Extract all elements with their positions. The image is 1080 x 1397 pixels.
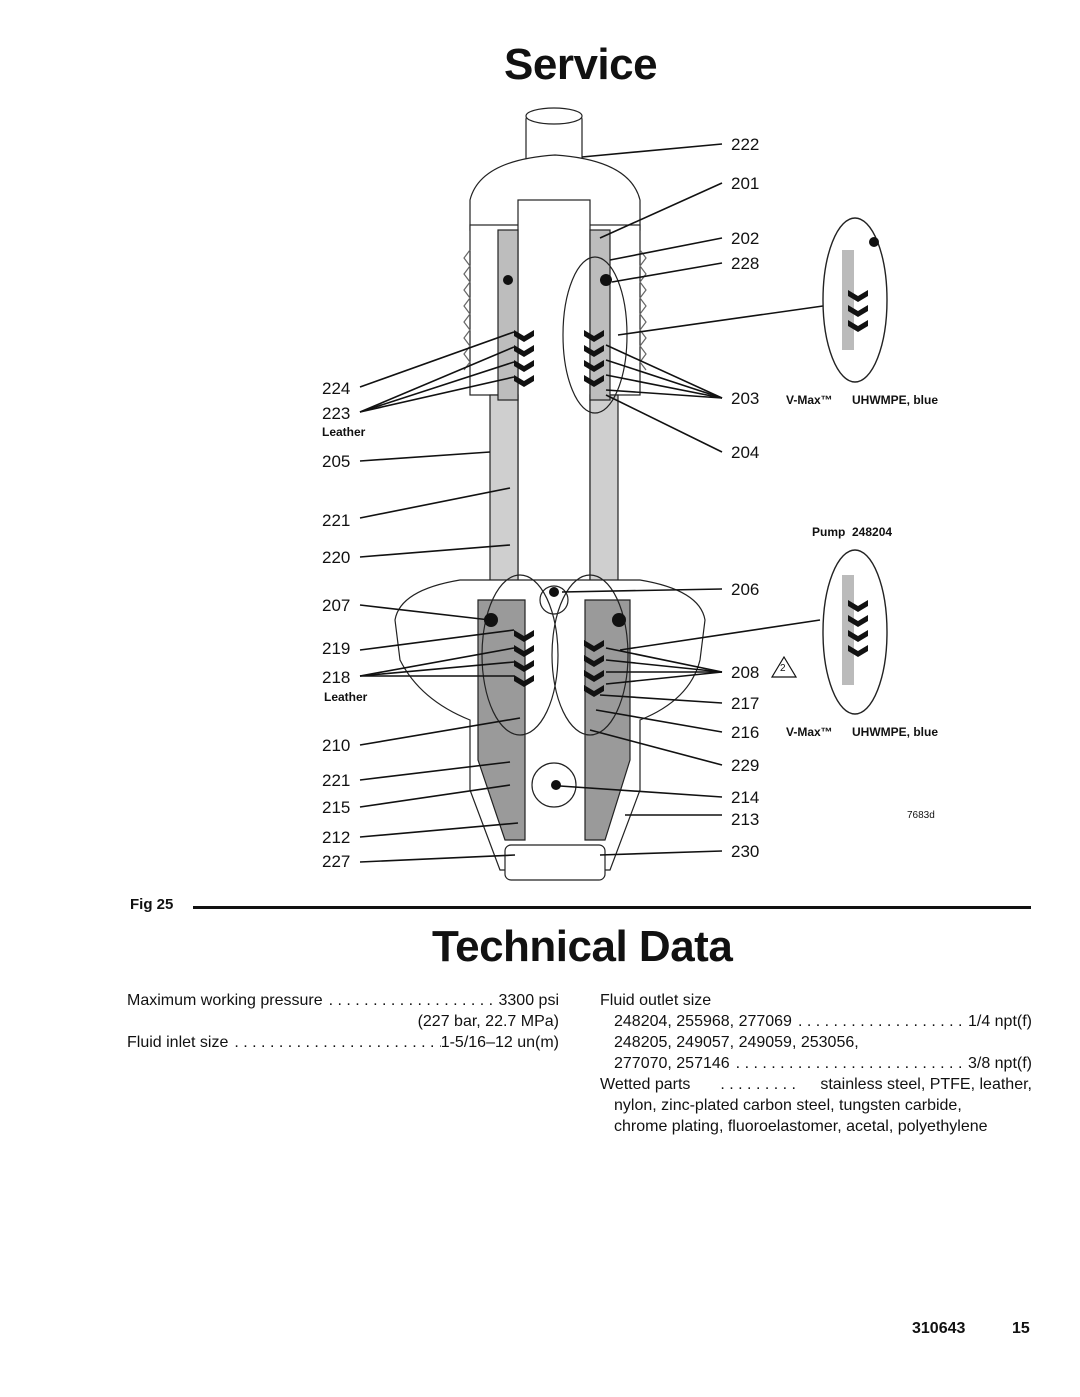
callout-201: 201 (731, 174, 760, 193)
callout-223: 223 (322, 404, 351, 423)
callout-206: 206 (731, 580, 760, 599)
callout-219: 219 (322, 639, 351, 658)
callout-229: 229 (731, 756, 760, 775)
pump-cross-section-diagram (359, 107, 888, 881)
spec-wetted-value-3: chrome plating, fluoroelastomer, acetal,… (614, 1118, 988, 1135)
page-number: 15 (1012, 1320, 1030, 1337)
note-symbol: 2 (780, 663, 786, 674)
callout-212: 212 (322, 828, 351, 847)
callout-203: 203 (731, 389, 760, 408)
dot-leader (730, 1053, 968, 1074)
callout-221-lower: 221 (322, 771, 351, 790)
figure-caption: Fig 25 (130, 896, 174, 913)
doc-number: 310643 (912, 1320, 966, 1337)
callout-227: 227 (322, 852, 351, 871)
spec-outlet-label: Fluid outlet size (600, 992, 712, 1009)
callout-224: 224 (322, 379, 351, 398)
spec-max-pressure-row: Maximum working pressure 3300 psi (127, 990, 559, 1011)
callout-228: 228 (731, 254, 760, 273)
spec-max-pressure-value: 3300 psi (498, 992, 560, 1009)
spec-max-pressure-label: Maximum working pressure (127, 992, 323, 1009)
callout-221-upper: 221 (322, 511, 351, 530)
spec-outlet-row-2: 277070, 257146 3/8 npt(f) (600, 1053, 1032, 1074)
callout-216: 216 (731, 723, 760, 742)
spec-inlet-value: 1-5/16–12 un(m) (440, 1034, 559, 1051)
detail-top-material-b: UHWMPE, blue (852, 393, 938, 407)
section-title: Technical Data (432, 922, 733, 971)
callout-215: 215 (322, 798, 351, 817)
spec-outlet-models-1: 248204, 255968, 277069 (614, 1013, 792, 1030)
spec-max-pressure-metric: (227 bar, 22.7 MPa) (417, 1013, 559, 1030)
drawing-id: 7683d (907, 810, 935, 821)
spec-wetted-label: Wetted parts (600, 1076, 691, 1093)
detail-bottom-material-b: UHWMPE, blue (852, 725, 938, 739)
spec-wetted-value-2: nylon, zinc-plated carbon steel, tungste… (614, 1097, 962, 1114)
detail-top-material-a: V-Max™ (786, 393, 833, 407)
detail-bottom-material-a: V-Max™ (786, 725, 833, 739)
callout-210: 210 (322, 736, 351, 755)
dot-leader (323, 990, 499, 1011)
callout-222: 222 (731, 135, 760, 154)
callout-204: 204 (731, 443, 760, 462)
callout-230: 230 (731, 842, 760, 861)
callout-205: 205 (322, 452, 351, 471)
callout-217: 217 (731, 694, 760, 713)
spec-outlet-models-2a: 248205, 249057, 249059, 253056, (614, 1034, 859, 1051)
callout-218: 218 (322, 668, 351, 687)
spec-outlet-value-1: 1/4 npt(f) (967, 1013, 1032, 1030)
spec-outlet-row-1: 248204, 255968, 277069 1/4 npt(f) (600, 1011, 1032, 1032)
dot-leader (792, 1011, 968, 1032)
dot-leader (228, 1032, 440, 1053)
dot-leader (714, 1074, 796, 1095)
spec-wetted-row: Wetted parts stainless steel, PTFE, leat… (600, 1074, 1032, 1095)
caption-rule (193, 906, 1031, 909)
pump-model-label: Pump 248204 (812, 525, 893, 539)
spec-inlet-label: Fluid inlet size (127, 1034, 229, 1051)
page-title: Service (504, 40, 658, 89)
callout-208: 208 (731, 663, 760, 682)
callout-213: 213 (731, 810, 760, 829)
spec-right-column: Fluid outlet size 248204, 255968, 277069… (600, 990, 1032, 1137)
spec-inlet-row: Fluid inlet size 1-5/16–12 un(m) (127, 1032, 559, 1053)
callout-202: 202 (731, 229, 760, 248)
spec-outlet-value-2: 3/8 npt(f) (967, 1055, 1032, 1072)
spec-wetted-value-1: stainless steel, PTFE, leather, (820, 1076, 1032, 1093)
callout-214: 214 (731, 788, 760, 807)
leather-label-lower: Leather (324, 690, 368, 704)
callout-220: 220 (322, 548, 351, 567)
spec-left-column: Maximum working pressure 3300 psi (227 b… (127, 990, 559, 1053)
callout-207: 207 (322, 596, 351, 615)
leather-label-upper: Leather (322, 425, 366, 439)
spec-outlet-models-2b: 277070, 257146 (614, 1055, 730, 1072)
